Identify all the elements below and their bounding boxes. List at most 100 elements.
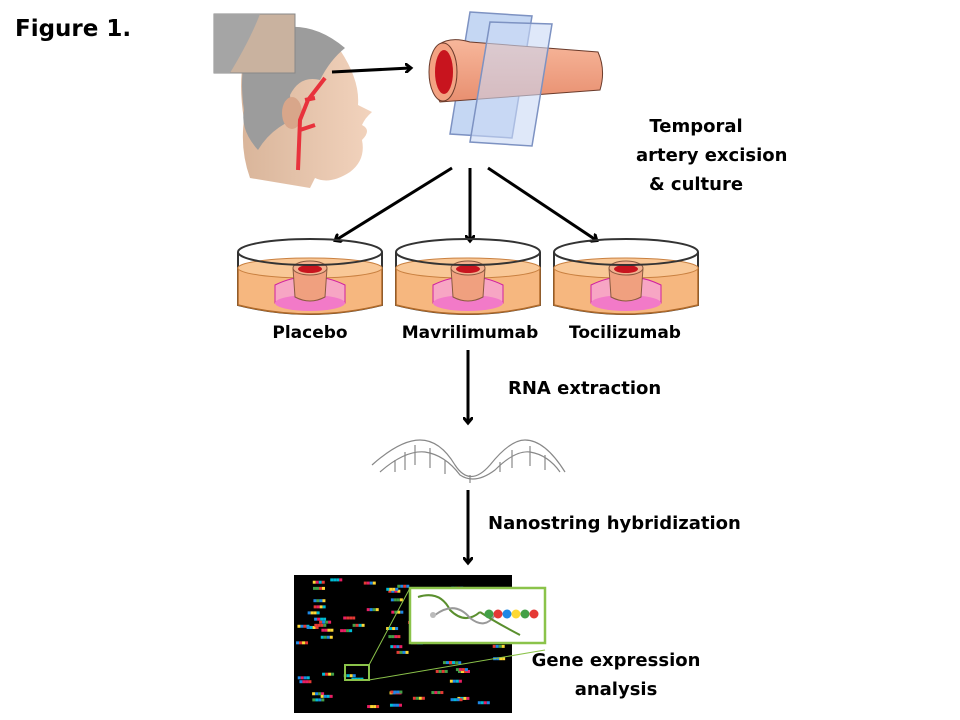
barcode-spot [325,620,329,624]
barcode-spot [346,674,350,678]
barcode-spot [442,661,446,665]
barcode-spot [317,623,321,627]
barcode-spot [400,610,404,614]
figure-title: Figure 1. [15,16,132,42]
barcode-spot [300,676,304,680]
barcode-spot [321,692,325,696]
barcode-spot [333,578,337,582]
barcode-spot [297,676,301,680]
barcode-spot [302,680,306,684]
barcode-spot [395,703,399,707]
barcode-spot [314,617,318,621]
barcode-spot [352,623,356,627]
barcode-spot [431,691,435,695]
barcode-spot [452,679,456,683]
barcode-spot [435,669,439,673]
culture-dish-placebo [237,238,383,315]
barcode-spot [448,661,452,665]
barcode-spot [394,610,398,614]
barcode-spot [352,616,356,620]
barcode-spot [299,680,303,684]
barcode-spot [315,692,319,696]
barcode-spot [389,703,393,707]
barcode-spot [318,580,322,584]
barcode-spot [457,670,461,674]
excision-line-1: Temporal [649,116,743,137]
barcode-spot [339,578,343,582]
barcode-spot [300,624,304,628]
barcode-spot [369,608,373,612]
barcode-spot [312,625,316,629]
barcode-spot [466,696,470,700]
barcode-spot [327,628,331,632]
barcode-spot [466,670,470,674]
barcode-spot [399,690,403,694]
barcode-spot [406,584,410,588]
barcode-spot [405,650,409,654]
barcode-spot [458,668,462,672]
treatment-label-placebo: Placebo [272,323,348,343]
barcode-spot [323,617,327,621]
barcode-spot [358,623,362,627]
barcode-spot [326,694,330,698]
barcode-spot [375,608,379,612]
barcode-spot [319,605,323,609]
barcode-spot [326,635,330,639]
barcode-spot [399,645,403,649]
barcode-spot [323,694,327,698]
treatment-label-tocilizumab: Tocilizumab [569,323,681,343]
barcode-spot [322,672,326,676]
barcode-spot [316,611,320,615]
barcode-bead [511,609,521,619]
barcode-spot [349,616,353,620]
barcode-spot [386,627,390,631]
barcode-spot [392,703,396,707]
barcode-spot [313,605,317,609]
barcode-spot [391,610,395,614]
analysis-line-1: Gene expression [531,650,701,671]
barcode-spot [372,608,376,612]
barcode-spot [459,698,463,702]
barcode-spot [450,698,454,702]
barcode-spot [393,598,397,602]
barcode-bead [484,609,494,619]
barcode-spot [451,661,455,665]
barcode-spot [328,620,332,624]
barcode-spot [307,611,311,615]
barcode-bead [529,609,539,619]
barcode-spot [388,635,392,639]
barcode-spot [455,668,459,672]
barcode-spot [390,645,394,649]
barcode-spot [390,598,394,602]
barcode-spot [396,650,400,654]
barcode-bead [520,609,530,619]
barcode-spot [322,599,326,603]
barcode-spot [376,705,380,709]
barcode-spot [306,625,310,629]
barcode-spot [346,629,350,633]
barcode-spot [486,701,490,705]
barcode-bead [493,609,503,619]
barcode-spot [395,587,399,591]
barcode-spot [455,661,459,665]
barcode-bead [502,609,512,619]
barcode-spot [316,599,320,603]
barcode-spot [461,668,465,672]
barcode-spot [325,672,329,676]
barcode-spot [318,698,322,702]
barcode-spot [324,628,328,632]
barcode-spot [302,641,306,645]
barcode-spot [438,669,442,673]
barcode-spot [322,620,326,624]
barcode-spot [412,696,416,700]
barcode-spot [306,676,310,680]
barcode-spot [386,587,390,591]
barcode-spot [321,698,325,702]
barcode-spot [309,625,313,629]
barcode-spot [320,623,324,627]
barcode-spot [323,623,327,627]
barcode-spot [463,670,467,674]
barcode-spot [321,580,325,584]
barcode-spot [331,672,335,676]
barcode-spot [395,627,399,631]
